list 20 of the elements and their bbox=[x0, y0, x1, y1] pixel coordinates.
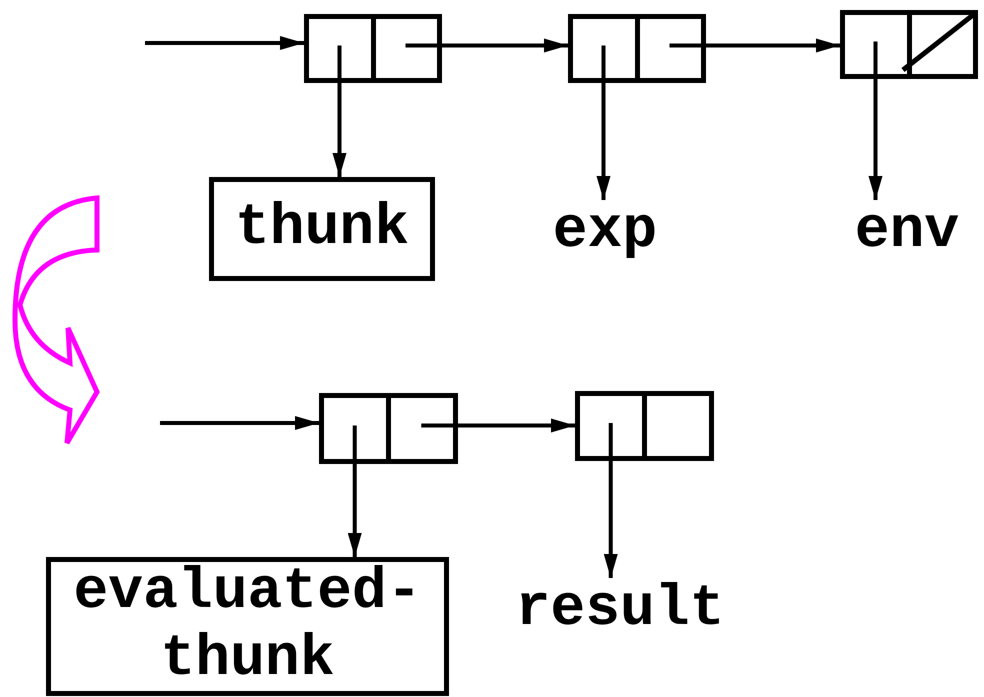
pointer-arrow bbox=[332, 46, 346, 177]
object-label: result bbox=[500, 578, 740, 642]
pointer-arrow bbox=[421, 418, 575, 432]
pointer-arrow bbox=[596, 46, 610, 200]
pointer-arrow bbox=[145, 36, 304, 50]
pointer-arrow bbox=[406, 38, 568, 52]
pair-cell bbox=[575, 391, 714, 461]
pointer-arrow bbox=[348, 426, 362, 557]
pair-cell bbox=[568, 14, 706, 83]
object-box: evaluated-thunk bbox=[46, 557, 449, 696]
object-label: exp bbox=[544, 200, 666, 264]
pair-cell bbox=[840, 10, 978, 79]
pointer-arrow bbox=[160, 416, 319, 430]
pointer-arrow bbox=[868, 42, 882, 200]
object-box: thunk bbox=[209, 177, 435, 281]
pointer-arrow bbox=[670, 38, 840, 52]
object-label: env bbox=[845, 200, 969, 264]
pair-cell bbox=[304, 14, 442, 83]
pointer-arrow bbox=[604, 423, 618, 578]
pair-cell bbox=[319, 393, 458, 464]
